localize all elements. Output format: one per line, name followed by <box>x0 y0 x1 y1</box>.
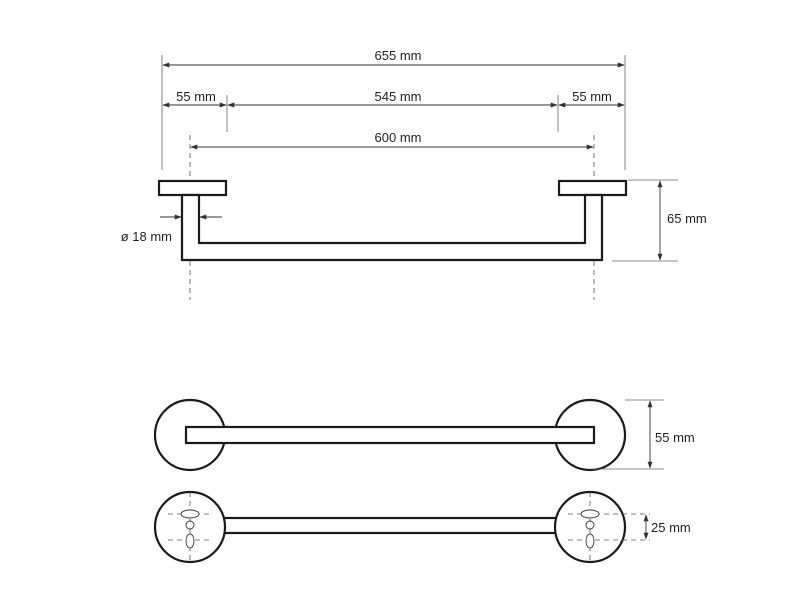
dim-label-flange-diameter: 55 mm <box>655 430 695 445</box>
right-center-hole <box>585 520 595 530</box>
dim-label-inner-span: 545 mm <box>375 89 422 104</box>
top-view: 55 mm <box>153 398 695 472</box>
left-lower-slot-hole <box>185 533 195 549</box>
left-center-hole <box>185 520 195 530</box>
dim-label-center-distance: 600 mm <box>375 130 422 145</box>
right-flange-plate <box>557 179 628 197</box>
towel-bar-rail <box>180 193 604 262</box>
dim-label-left-flange: 55 mm <box>176 89 216 104</box>
top-view-rail <box>184 425 596 445</box>
left-flange-plate <box>157 179 228 197</box>
dim-label-projection: 65 mm <box>667 211 707 226</box>
back-view-rail <box>220 516 562 535</box>
right-lower-slot-hole <box>585 533 595 549</box>
dim-label-overall-width: 655 mm <box>375 48 422 63</box>
dim-label-bar-diameter: ø 18 mm <box>121 229 172 244</box>
back-view: 25 mm <box>153 490 691 564</box>
dim-label-right-flange: 55 mm <box>572 89 612 104</box>
left-upper-slot-hole <box>180 509 200 519</box>
front-view: 655 mm 55 mm 545 mm 55 mm 600 mm 65 mm ø… <box>121 48 707 300</box>
dim-label-hole-spacing: 25 mm <box>651 520 691 535</box>
right-upper-slot-hole <box>580 509 600 519</box>
